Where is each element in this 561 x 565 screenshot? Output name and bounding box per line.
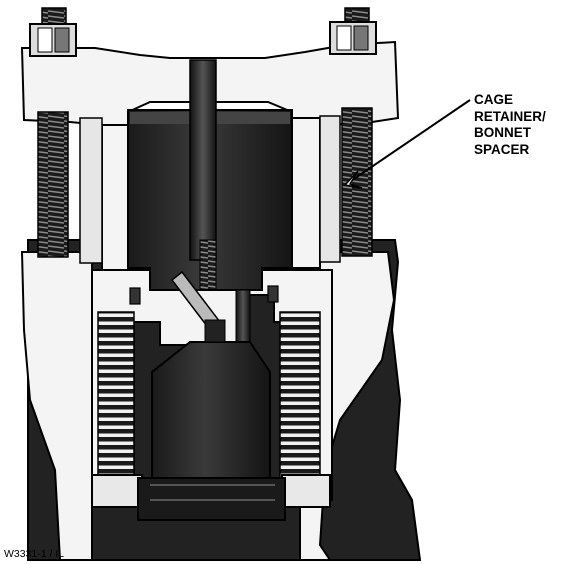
seat-ring-right [281, 474, 331, 508]
figure-id: W3331-1 / IL [4, 548, 65, 560]
callout-leader [344, 99, 471, 186]
valve-plug [151, 341, 271, 479]
seal-ring-left [129, 287, 141, 305]
callout-line: CAGE [474, 92, 514, 107]
callout-line: RETAINER/ [474, 108, 546, 124]
valve-stem [189, 59, 217, 261]
stud-right [341, 107, 373, 257]
nut-left [29, 23, 77, 57]
seal-ring-right [267, 285, 279, 303]
cage-retainer-left [101, 124, 129, 271]
seat-ring-left [91, 474, 143, 508]
callout-line: SPACER [474, 141, 530, 157]
nut-right [329, 21, 377, 55]
callout-label: CAGE RETAINER/ BONNET SPACER [474, 92, 558, 158]
callout-line: BONNET [474, 125, 531, 140]
spring-right [279, 311, 321, 493]
spring-left [97, 311, 135, 493]
stud-left [37, 111, 69, 258]
cage-retainer-right [291, 117, 321, 269]
